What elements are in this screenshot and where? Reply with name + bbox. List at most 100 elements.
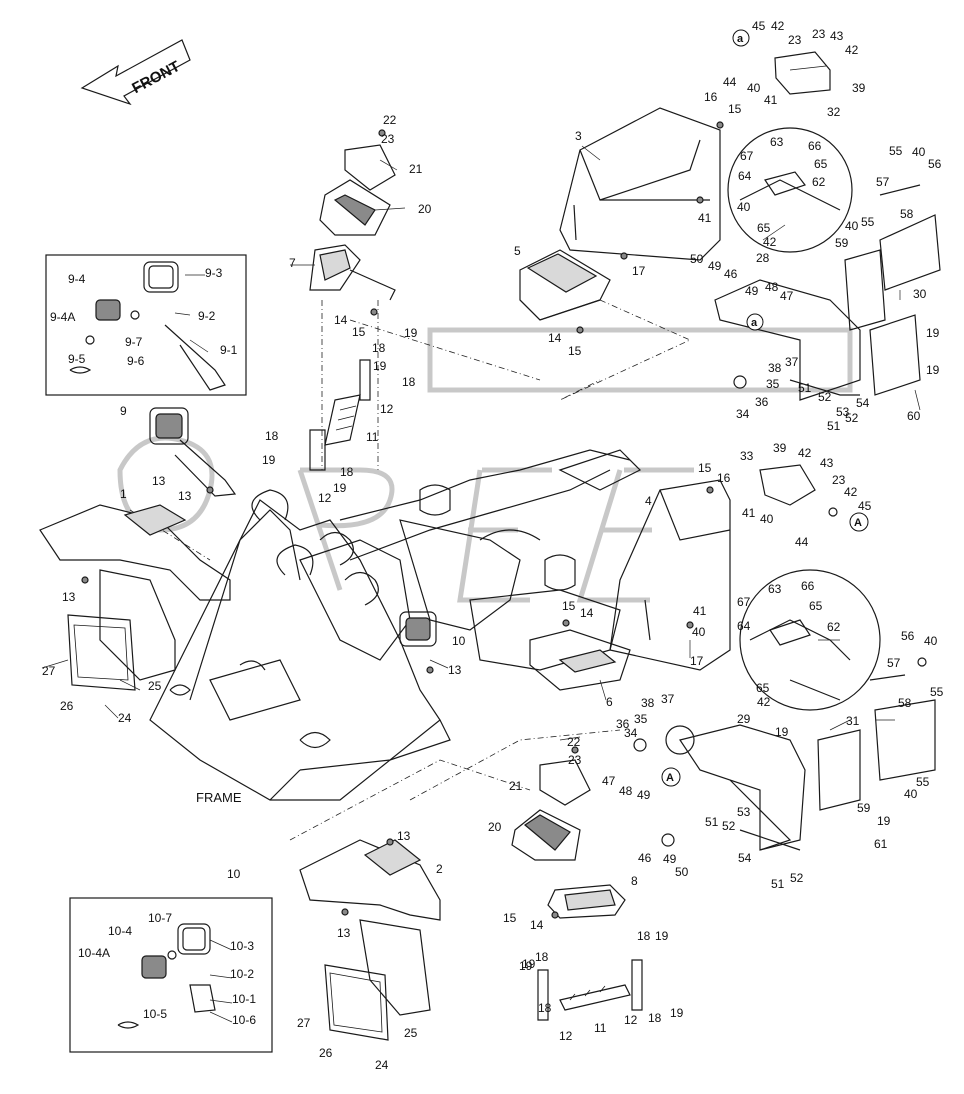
part-number-label: 43 [830,29,844,43]
part-number-label: 14 [530,918,544,932]
leader-line [209,974,233,979]
part-number-label: 23 [812,27,826,41]
part-number-label: 49 [637,788,651,802]
part-number-label: 64 [738,169,752,183]
part-number-label: 12 [318,491,332,505]
part-number-label: 41 [693,604,707,618]
leader-line [209,939,233,951]
leader-line [379,159,398,171]
part-number-label: 47 [780,289,794,303]
frame-label: FRAME [196,790,242,805]
part-number-label: 59 [857,801,871,815]
ladder-11-lower [537,959,643,1021]
part-number-label: 42 [845,43,859,57]
part-number-label: 13 [397,829,411,843]
part-number-label: 54 [738,851,752,865]
part-number-label: 9-7 [125,335,143,349]
part-number-label: 56 [901,629,915,643]
part-number-label: 1 [120,487,127,501]
part-number-label: 51 [771,877,785,891]
part-number-label: 51 [705,815,719,829]
part-number-label: 15 [562,599,576,613]
part-number-label: 58 [898,696,912,710]
leader-line [829,719,851,731]
ref-markers: a a A A [661,29,869,787]
part-number-label: 19 [877,814,891,828]
part-number-label: 18 [340,465,354,479]
part-number-label: 12 [624,1013,638,1027]
part-number-label: 58 [900,207,914,221]
part-number-label: 19 [404,326,418,340]
part-number-label: 26 [60,699,74,713]
step-8 [547,884,626,919]
detail-circle-lower [739,569,881,711]
leader-line [599,679,607,701]
part-number-label: 40 [912,145,926,159]
part-number-label: 23 [788,33,802,47]
part-number-label: 65 [809,599,823,613]
part-number-label: 15 [503,911,517,925]
part-number-label: 7 [289,256,296,270]
part-number-label: 42 [757,695,771,709]
part-number-label: 47 [602,774,616,788]
part-number-label: 10-4A [78,946,110,960]
part-number-label: 33 [740,449,754,463]
part-number-label: 9-4A [50,310,75,324]
part-number-label: 12 [380,402,394,416]
part-number-label: 35 [634,712,648,726]
part-number-label: 37 [661,692,675,706]
part-number-label: 5 [514,244,521,258]
part-number-label: 24 [375,1058,389,1072]
part-number-label: 10-4 [108,924,132,938]
part-number-label: 24 [118,711,132,725]
part-number-label: 55 [861,215,875,229]
part-number-label: 49 [663,852,677,866]
part-number-label: 10-6 [232,1013,256,1027]
part-number-label: 15 [698,461,712,475]
part-number-label: 12 [559,1029,573,1043]
step-6 [529,629,631,691]
part-number-label: 42 [844,485,858,499]
part-number-label: 50 [675,865,689,879]
part-number-label: 56 [928,157,942,171]
ref-A-lower: A [666,772,674,784]
part-number-label: 20 [488,820,502,834]
part-number-label: 40 [692,625,706,639]
part-number-label: 18 [372,341,386,355]
frame-assembly: FRAME [149,449,642,805]
lamp-10 [399,611,437,647]
part-number-label: 18 [265,429,279,443]
part-number-label: 10-3 [230,939,254,953]
part-number-label: 10 [452,634,466,648]
leader-line [762,224,786,241]
part-number-label: 31 [846,714,860,728]
part-number-label: 34 [624,726,638,740]
part-number-label: 9-3 [205,266,223,280]
part-number-label: 53 [836,405,850,419]
step-20 [319,179,391,236]
part-number-label: 48 [619,784,633,798]
part-number-label: 13 [337,926,351,940]
part-number-label: 3 [575,129,582,143]
part-number-label: 67 [740,149,754,163]
part-number-label: 35 [766,377,780,391]
part-number-label: 42 [771,19,785,33]
part-number-label: 19 [670,1006,684,1020]
part-number-label: 32 [827,105,841,119]
part-number-label: 52 [845,411,859,425]
watermark [117,327,853,603]
part-number-label: 9-2 [198,309,216,323]
part-number-label: 14 [548,331,562,345]
leader-line [581,145,601,161]
part-number-label: 61 [874,837,888,851]
part-number-label: 18 [538,1001,552,1015]
part-number-label: 39 [773,441,787,455]
part-number-label: 19 [926,326,940,340]
part-number-label: 40 [737,200,751,214]
part-number-label: 52 [818,390,832,404]
part-number-label: 15 [352,325,366,339]
leader-line [189,339,209,353]
part-number-label: 40 [760,512,774,526]
ref-a-mid: a [751,317,758,329]
part-number-label: 10-1 [232,992,256,1006]
